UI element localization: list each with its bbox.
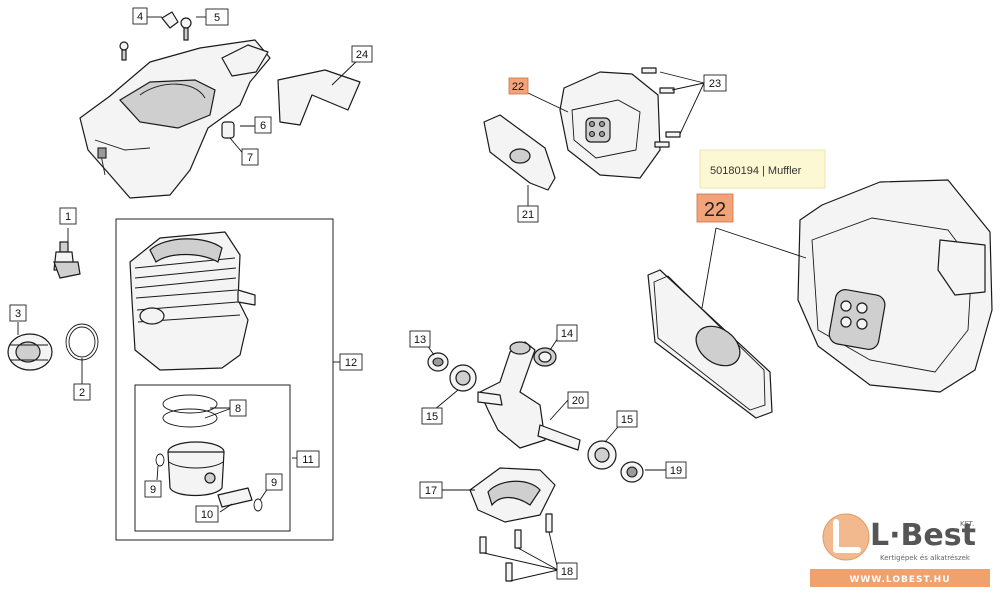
callout-24[interactable]: 24 <box>351 45 373 63</box>
svg-text:4: 4 <box>137 11 143 23</box>
svg-text:18: 18 <box>561 566 573 578</box>
top-cover-assembly[interactable] <box>79 11 361 199</box>
callout-3[interactable]: 3 <box>9 304 27 322</box>
callout-12[interactable]: 12 <box>339 353 363 371</box>
crankshaft-part[interactable] <box>477 341 581 451</box>
svg-text:L·Best: L·Best <box>870 518 976 553</box>
callout-8[interactable]: 8 <box>229 399 247 417</box>
svg-text:22: 22 <box>704 199 726 221</box>
callout-17[interactable]: 17 <box>419 481 443 499</box>
oil-seal-part[interactable] <box>620 461 644 483</box>
svg-text:8: 8 <box>235 403 241 415</box>
svg-text:11: 11 <box>302 454 313 466</box>
screw-icon <box>119 41 129 61</box>
circlip-part[interactable] <box>65 323 99 361</box>
svg-text:19: 19 <box>670 465 682 477</box>
svg-text:22: 22 <box>512 81 524 93</box>
retaining-clip-part[interactable] <box>155 453 263 512</box>
callout-9b[interactable]: 9 <box>265 473 283 491</box>
svg-text:20: 20 <box>572 395 584 407</box>
svg-text:2: 2 <box>79 387 85 399</box>
svg-text:1: 1 <box>65 211 71 223</box>
screw-icon <box>180 17 192 41</box>
callout-18[interactable]: 18 <box>556 562 578 580</box>
piston-part[interactable] <box>167 441 225 497</box>
bolt-set-part[interactable] <box>479 513 553 582</box>
callout-21[interactable]: 21 <box>517 205 539 223</box>
callout-5[interactable]: 5 <box>205 8 229 26</box>
svg-text:7: 7 <box>247 152 253 164</box>
callout-15a[interactable]: 15 <box>421 407 443 425</box>
intake-flange-part[interactable] <box>7 333 53 371</box>
oil-seal-part[interactable] <box>427 352 449 372</box>
svg-text:10: 10 <box>201 509 213 521</box>
svg-text:50180194 | Muffler: 50180194 | Muffler <box>710 165 802 177</box>
callout-4[interactable]: 4 <box>132 7 148 25</box>
muffler-gasket-small-part[interactable] <box>483 114 556 191</box>
spark-plug-part[interactable] <box>53 241 81 279</box>
cylinder-part[interactable] <box>129 231 256 371</box>
callout-13[interactable]: 13 <box>409 330 431 348</box>
svg-text:WWW.LOBEST.HU: WWW.LOBEST.HU <box>849 575 950 585</box>
callout-9a[interactable]: 9 <box>144 480 162 498</box>
muffler-screws-part[interactable] <box>641 67 681 148</box>
muffler-large-part[interactable] <box>797 179 993 393</box>
svg-text:14: 14 <box>561 328 573 340</box>
callout-23[interactable]: 23 <box>703 74 727 92</box>
callout-2[interactable]: 2 <box>73 383 91 401</box>
muffler-small-part[interactable] <box>559 71 661 179</box>
callout-7[interactable]: 7 <box>241 148 259 166</box>
svg-text:13: 13 <box>414 334 426 346</box>
bearing-part[interactable] <box>587 440 617 470</box>
callout-1[interactable]: 1 <box>59 207 77 225</box>
svg-text:9: 9 <box>271 477 277 489</box>
svg-text:9: 9 <box>150 484 156 496</box>
callout-14[interactable]: 14 <box>556 324 578 342</box>
lobest-logo: L·Best KFT. Kertigépek és alkatrészek WW… <box>810 513 990 587</box>
bearing-part[interactable] <box>449 364 477 392</box>
callout-19[interactable]: 19 <box>665 461 687 479</box>
crankcase-bottom-part[interactable] <box>469 467 556 523</box>
svg-text:21: 21 <box>522 209 534 221</box>
svg-text:23: 23 <box>709 78 721 90</box>
muffler-gasket-large-part[interactable] <box>647 269 773 419</box>
svg-text:12: 12 <box>345 357 357 369</box>
svg-text:5: 5 <box>214 12 220 24</box>
svg-text:15: 15 <box>426 411 438 423</box>
tooltip-part-number-badge[interactable]: 22 <box>696 193 734 223</box>
svg-text:15: 15 <box>621 414 633 426</box>
callout-10[interactable]: 10 <box>195 505 219 523</box>
svg-text:KFT.: KFT. <box>960 520 974 528</box>
piston-rings-part[interactable] <box>162 394 218 428</box>
svg-text:3: 3 <box>15 308 21 320</box>
svg-text:17: 17 <box>425 485 437 497</box>
callout-11[interactable]: 11 <box>296 450 320 468</box>
callout-6[interactable]: 6 <box>254 116 272 134</box>
callout-20[interactable]: 20 <box>567 391 589 409</box>
piston-pin-part[interactable] <box>217 487 253 508</box>
leader-lines <box>17 16 807 582</box>
callout-15b[interactable]: 15 <box>616 410 638 428</box>
svg-text:24: 24 <box>356 49 368 61</box>
callout-22-highlighted[interactable]: 22 <box>508 77 529 95</box>
needle-bearing-part[interactable] <box>533 347 557 367</box>
svg-text:Kertigépek és alkatrészek: Kertigépek és alkatrészek <box>880 554 971 562</box>
svg-text:6: 6 <box>260 120 266 132</box>
part-tooltip: 50180194 | Muffler <box>699 149 826 189</box>
